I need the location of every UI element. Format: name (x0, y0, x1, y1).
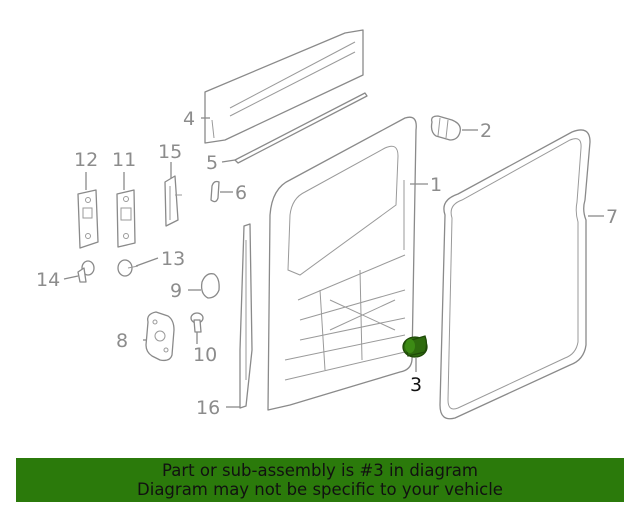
part-16-track (239, 223, 253, 409)
parts-diagram: 1 2 3 4 5 6 7 8 9 10 11 12 13 14 15 16 (36, 29, 618, 420)
part-13-bolt (117, 259, 139, 277)
part-15-bracket (164, 175, 182, 227)
part-2-bumper (430, 115, 461, 141)
callout-16: 16 (196, 397, 220, 419)
callout-10: 10 (193, 344, 217, 366)
callout-6: 6 (235, 182, 247, 204)
part-1-door (267, 116, 417, 411)
callout-7: 7 (606, 206, 618, 228)
part-10-bolt (190, 312, 204, 333)
callout-labels: 1 2 3 4 5 6 7 8 9 10 11 12 13 14 15 16 (36, 108, 618, 419)
callout-15: 15 (158, 141, 182, 163)
callout-13: 13 (161, 248, 185, 270)
part-3-highlighted (402, 335, 428, 358)
part-9-grommet (200, 273, 220, 299)
callout-3: 3 (410, 374, 422, 396)
banner-line-2: Diagram may not be specific to your vehi… (137, 480, 503, 499)
part-11-hinge (116, 189, 136, 248)
info-banner: Part or sub-assembly is #3 in diagram Di… (16, 458, 624, 502)
part-5-strip (234, 92, 368, 164)
leader-lines (63, 117, 604, 408)
callout-8: 8 (116, 330, 128, 352)
banner-line-1: Part or sub-assembly is #3 in diagram (162, 461, 478, 480)
callout-5: 5 (206, 152, 218, 174)
callout-4: 4 (183, 108, 195, 130)
callout-1: 1 (430, 174, 442, 196)
callout-9: 9 (170, 280, 182, 302)
callout-2: 2 (480, 120, 492, 142)
part-4-panel (204, 29, 364, 144)
callout-12: 12 (74, 149, 98, 171)
part-8-plate (145, 311, 175, 362)
part-7-weatherstrip (439, 129, 591, 420)
callout-14: 14 (36, 269, 60, 291)
part-14-screw (77, 260, 95, 283)
callout-11: 11 (112, 149, 136, 171)
part-12-striker (77, 189, 99, 249)
part-6-clip (210, 180, 220, 203)
